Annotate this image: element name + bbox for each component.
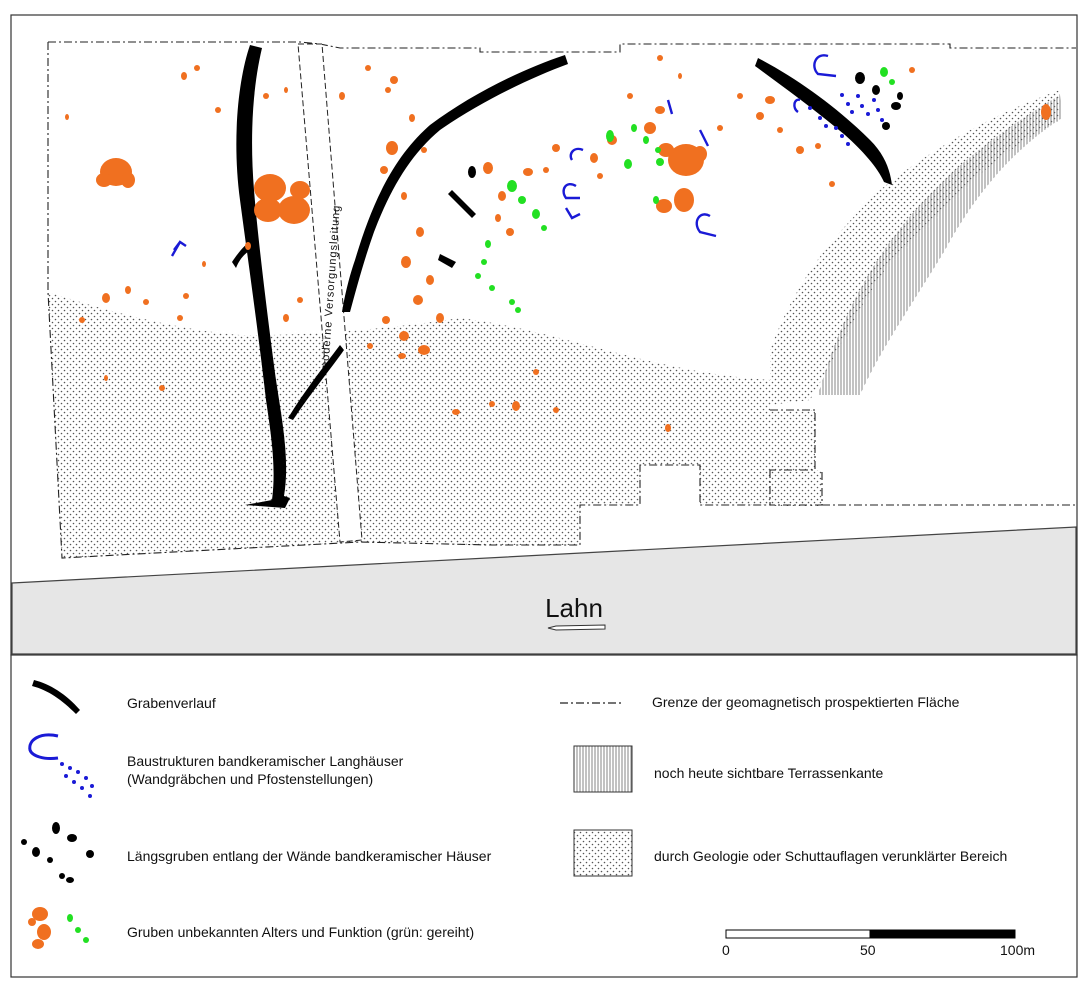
legend-unclear-symbol xyxy=(573,829,633,877)
house-7 xyxy=(698,129,710,147)
legend-house-symbol xyxy=(28,733,59,760)
legend-houses-label-2: (Wandgräbchen und Pfostenstellungen) xyxy=(127,771,373,787)
ditch-east xyxy=(755,58,892,185)
house-west xyxy=(170,240,187,257)
legend-ditch-symbol xyxy=(32,680,80,714)
scale-tick-100: 100m xyxy=(1000,942,1035,958)
house-8 xyxy=(666,99,674,115)
river-lahn xyxy=(11,526,1077,655)
post-holes xyxy=(808,93,884,146)
house-5 xyxy=(813,54,837,78)
legend-frame xyxy=(10,654,1078,978)
unclear-area-box xyxy=(770,470,822,506)
house-structures xyxy=(170,54,837,257)
scale-tick-50: 50 xyxy=(860,942,876,958)
ditch-middle xyxy=(342,55,568,312)
long-pits xyxy=(438,72,903,268)
legend-terrace-symbol xyxy=(573,745,633,793)
survey-boundary xyxy=(47,41,1076,559)
river-label: Lahn xyxy=(545,593,603,623)
legend-longpit-symbols xyxy=(21,822,94,883)
house-1 xyxy=(569,147,584,161)
unclear-area-west xyxy=(48,292,815,558)
scale-tick-0: 0 xyxy=(722,942,730,958)
legend-ditch-label: Grabenverlauf xyxy=(127,695,216,711)
legend: Grabenverlauf Baustrukturen bandkeramisc… xyxy=(21,680,1035,958)
scale-bar-black xyxy=(869,929,1016,939)
pits-orange xyxy=(65,55,1051,432)
legend-houses-label-1: Baustrukturen bandkeramischer Langhäuser xyxy=(127,753,404,769)
scale-bar-white xyxy=(725,929,871,939)
ditch-middle-branch xyxy=(288,345,344,420)
house-2 xyxy=(562,183,580,200)
ditches xyxy=(232,45,892,508)
legend-terrace-label: noch heute sichtbare Terrassenkante xyxy=(654,765,884,781)
legend-pit-symbols xyxy=(28,907,89,949)
legend-unclear-label: durch Geologie oder Schuttauflagen verun… xyxy=(654,848,1007,864)
house-4 xyxy=(695,213,717,238)
terrace-edge-hatch xyxy=(818,95,1062,395)
ditch-west xyxy=(236,45,290,508)
legend-posthole-symbols xyxy=(60,762,94,798)
pipeline-corridor xyxy=(297,43,363,543)
house-6 xyxy=(793,98,801,113)
legend-longpits-label: Längsgruben entlang der Wände bandkerami… xyxy=(127,848,492,864)
house-3 xyxy=(564,207,581,220)
river-flow-arrow xyxy=(547,624,606,631)
pits-green xyxy=(475,67,895,313)
legend-boundary-label: Grenze der geomagnetisch prospektierten … xyxy=(652,694,960,710)
legend-pits-label: Gruben unbekannten Alters und Funktion (… xyxy=(127,924,474,940)
